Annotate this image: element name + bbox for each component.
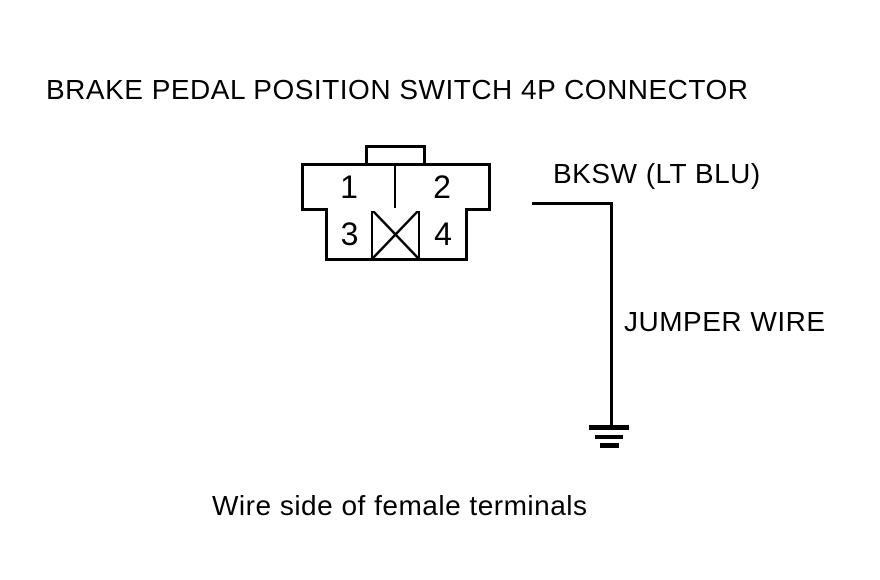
wire-segment-horizontal bbox=[532, 202, 613, 205]
wire-label: BKSW (LT BLU) bbox=[553, 158, 761, 189]
diagram-caption: Wire side of female terminals bbox=[212, 490, 588, 521]
terminal-cell-2: 2 bbox=[433, 168, 451, 205]
terminal-cell-4: 4 bbox=[434, 216, 452, 252]
connector-cell-divider bbox=[394, 166, 396, 208]
page-title: BRAKE PEDAL POSITION SWITCH 4P CONNECTOR bbox=[46, 74, 749, 105]
wire-segment-vertical bbox=[610, 202, 613, 426]
ground-bar-top bbox=[589, 425, 629, 430]
terminal-cell-1: 1 bbox=[340, 168, 358, 205]
ground-bar-bottom bbox=[600, 443, 619, 448]
jumper-wire-label: JUMPER WIRE bbox=[624, 306, 826, 337]
crossed-cavity-icon bbox=[371, 211, 420, 258]
ground-bar-middle bbox=[595, 435, 623, 439]
connector-lock-tab bbox=[365, 145, 426, 166]
terminal-cell-3: 3 bbox=[340, 216, 359, 252]
